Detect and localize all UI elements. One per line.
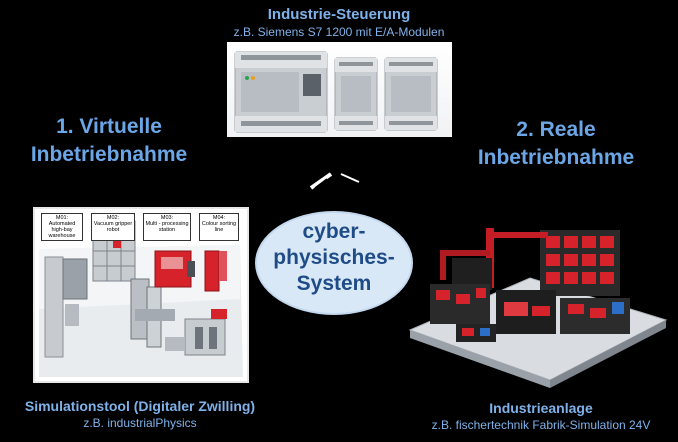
sim-label-m01: M01: Automated high-bay warehouse [41,213,83,241]
plc-cpu-module [234,51,328,133]
cps-ellipse [255,211,413,315]
switch-symbol [309,172,360,190]
real-heading-line2: Inbetriebnahme [477,146,635,169]
virtual-heading-line1: 1. Virtuelle [56,115,162,138]
plc-subtitle: z.B. Siemens S7 1200 mit E/A-Modulen [233,25,445,39]
simulation-image: M01: Automated high-bay warehouse M02: V… [33,207,249,383]
sim-label-m02: M02: Vacuum gripper robot [91,213,135,241]
plc-io-module-2 [384,57,438,131]
cps-line1: cyber- [302,220,366,243]
plc-io-module-1 [334,57,378,131]
plc-image [227,42,452,137]
real-heading-line1: 2. Reale [516,118,596,141]
real-commissioning-heading: 2. Reale Inbetriebnahme [466,116,646,172]
plc-title: Industrie-Steuerung [267,6,411,23]
simulation-caption-title: Simulationstool (Digitaler Zwilling) [24,398,256,414]
real-caption-title: Industrieanlage [489,400,593,416]
cps-label: cyber- physisches- System [255,219,413,297]
simulation-caption-sub: z.B. industrialPhysics [83,416,197,430]
real-caption-sub: z.B. fischertechnik Fabrik-Simulation 24… [431,418,651,432]
virtual-commissioning-heading: 1. Virtuelle Inbetriebnahme [18,113,200,169]
cps-line3: System [296,272,372,295]
cps-line2: physisches- [273,246,395,269]
real-factory-image [400,210,672,396]
virtual-heading-line2: Inbetriebnahme [30,143,188,166]
sim-label-m03: M03: Multi - processing station [143,213,191,241]
sim-label-m04: M04: Colour sorting line [199,213,239,241]
